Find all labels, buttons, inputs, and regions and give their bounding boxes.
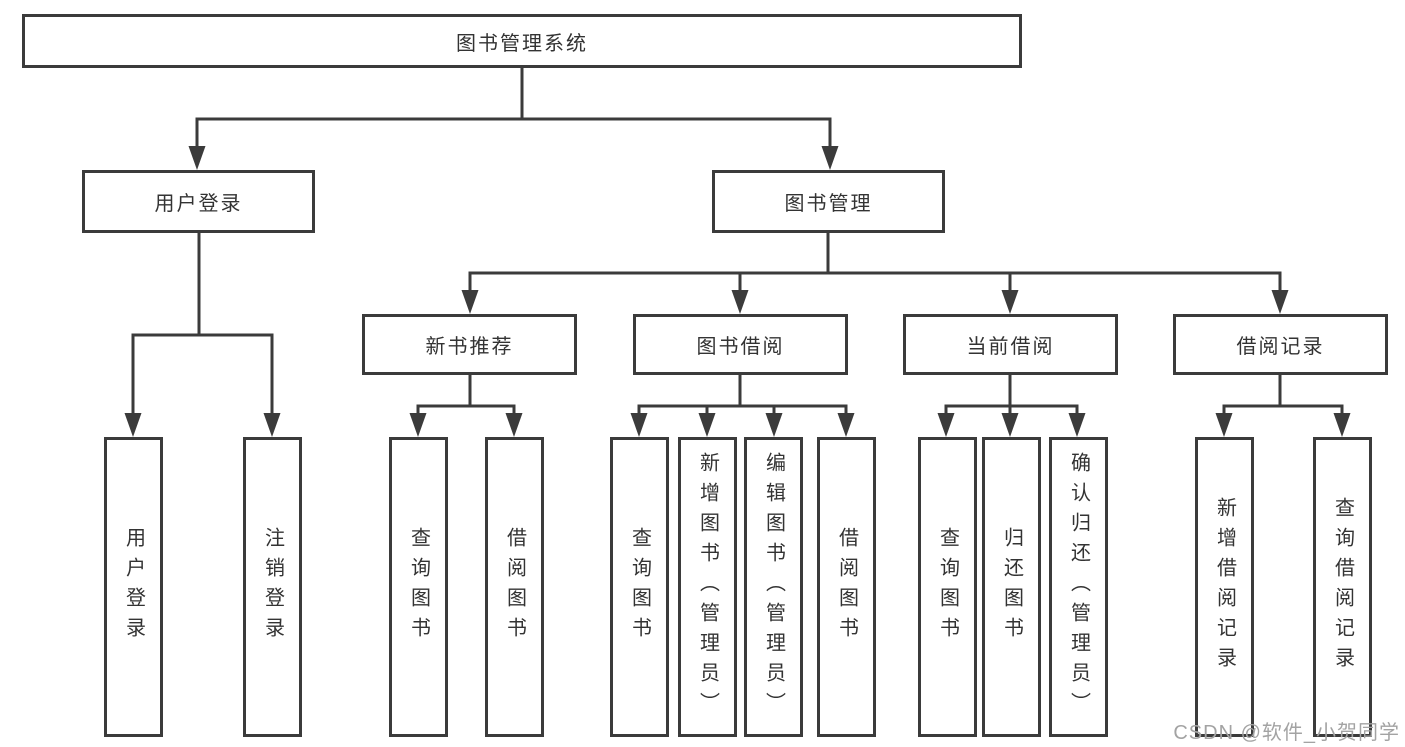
leaf-query-books-current: 查询图书 <box>918 437 977 737</box>
node-label: 图书管理 <box>784 193 873 215</box>
node-book-borrowing: 图书借阅 <box>633 314 848 375</box>
node-label: 用户登录 <box>154 193 243 215</box>
node-library-management-system: 图书管理系统 <box>22 14 1022 68</box>
leaf-label: 借阅图书 <box>503 527 526 647</box>
leaf-return-books: 归还图书 <box>982 437 1041 737</box>
leaf-label: 借阅图书 <box>835 527 858 647</box>
node-book-management-branch: 图书管理 <box>712 170 945 233</box>
leaf-label: 查询借阅记录 <box>1331 497 1354 677</box>
leaf-edit-book-admin: 编辑图书（管理员） <box>744 437 803 737</box>
node-label: 新书推荐 <box>425 336 514 358</box>
leaf-label: 查询图书 <box>936 527 959 647</box>
leaf-label: 查询图书 <box>628 527 651 647</box>
node-label: 图书管理系统 <box>456 32 588 55</box>
node-current-borrowing: 当前借阅 <box>903 314 1118 375</box>
leaf-label: 新增借阅记录 <box>1213 497 1236 677</box>
node-new-book-recommendation: 新书推荐 <box>362 314 577 375</box>
leaf-query-borrow-record: 查询借阅记录 <box>1313 437 1372 737</box>
leaf-user-login: 用户登录 <box>104 437 163 737</box>
node-label: 图书借阅 <box>696 336 785 358</box>
leaf-label: 查询图书 <box>407 527 430 647</box>
node-label: 当前借阅 <box>966 336 1055 358</box>
leaf-label: 确认归还（管理员） <box>1067 452 1090 722</box>
watermark: CSDN @软件_小贺同学 <box>1173 722 1400 744</box>
leaf-borrow-books-borrowing: 借阅图书 <box>817 437 876 737</box>
leaf-add-book-admin: 新增图书（管理员） <box>678 437 737 737</box>
leaf-query-books-recommend: 查询图书 <box>389 437 448 737</box>
leaf-borrow-books-recommend: 借阅图书 <box>485 437 544 737</box>
leaf-label: 注销登录 <box>261 527 284 647</box>
leaf-query-books-borrowing: 查询图书 <box>610 437 669 737</box>
node-user-login-branch: 用户登录 <box>82 170 315 233</box>
leaf-add-borrow-record: 新增借阅记录 <box>1195 437 1254 737</box>
leaf-label: 新增图书（管理员） <box>696 452 719 722</box>
leaf-label: 编辑图书（管理员） <box>762 452 785 722</box>
node-borrowing-records: 借阅记录 <box>1173 314 1388 375</box>
leaf-label: 归还图书 <box>1000 527 1023 647</box>
leaf-confirm-return-admin: 确认归还（管理员） <box>1049 437 1108 737</box>
node-label: 借阅记录 <box>1236 336 1325 358</box>
leaf-label: 用户登录 <box>122 527 145 647</box>
leaf-logout: 注销登录 <box>243 437 302 737</box>
